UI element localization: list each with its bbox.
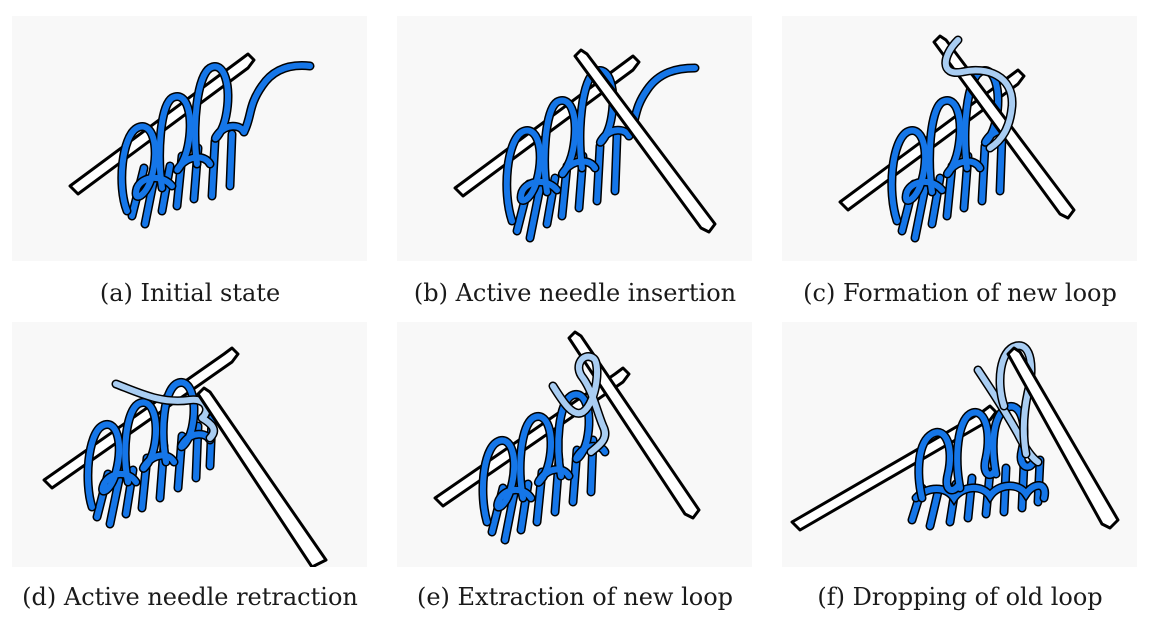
- panel-c-illustration: [782, 16, 1137, 261]
- panel-d-illustration: [12, 322, 367, 567]
- active-needle-icon: [567, 330, 701, 520]
- panel-b-illustration: [397, 16, 752, 261]
- caption-b: (b) Active needle insertion: [413, 279, 737, 307]
- caption-a: (a) Initial state: [99, 279, 281, 307]
- active-needle-icon: [196, 386, 328, 567]
- panel-f-illustration: [782, 322, 1137, 567]
- active-needle-icon: [1006, 346, 1120, 530]
- yarn-loops-icon: [897, 131, 1007, 243]
- panel-e-background: [397, 322, 752, 567]
- panel-d: [12, 322, 367, 567]
- panel-a-illustration: [12, 16, 367, 261]
- caption-e: (e) Extraction of new loop: [416, 583, 734, 611]
- active-needle-icon: [573, 48, 717, 234]
- new-loop-icon: [548, 352, 610, 457]
- panel-c: [782, 16, 1137, 261]
- yarn-front-loops: [117, 61, 315, 216]
- caption-d: (d) Active needle retraction: [22, 583, 358, 611]
- new-loop-icon: [941, 35, 1017, 153]
- new-loop-icon: [973, 341, 1043, 467]
- caption-c: (c) Formation of new loop: [803, 279, 1117, 307]
- yarn-front-loops: [478, 390, 610, 527]
- panel-f: [782, 322, 1137, 567]
- panel-a: [12, 16, 367, 261]
- panel-e-illustration: [397, 322, 752, 567]
- panel-e: [397, 322, 752, 567]
- caption-f: (f) Dropping of old loop: [817, 583, 1103, 611]
- panel-b: [397, 16, 752, 261]
- yarn-loops-icon: [512, 131, 622, 243]
